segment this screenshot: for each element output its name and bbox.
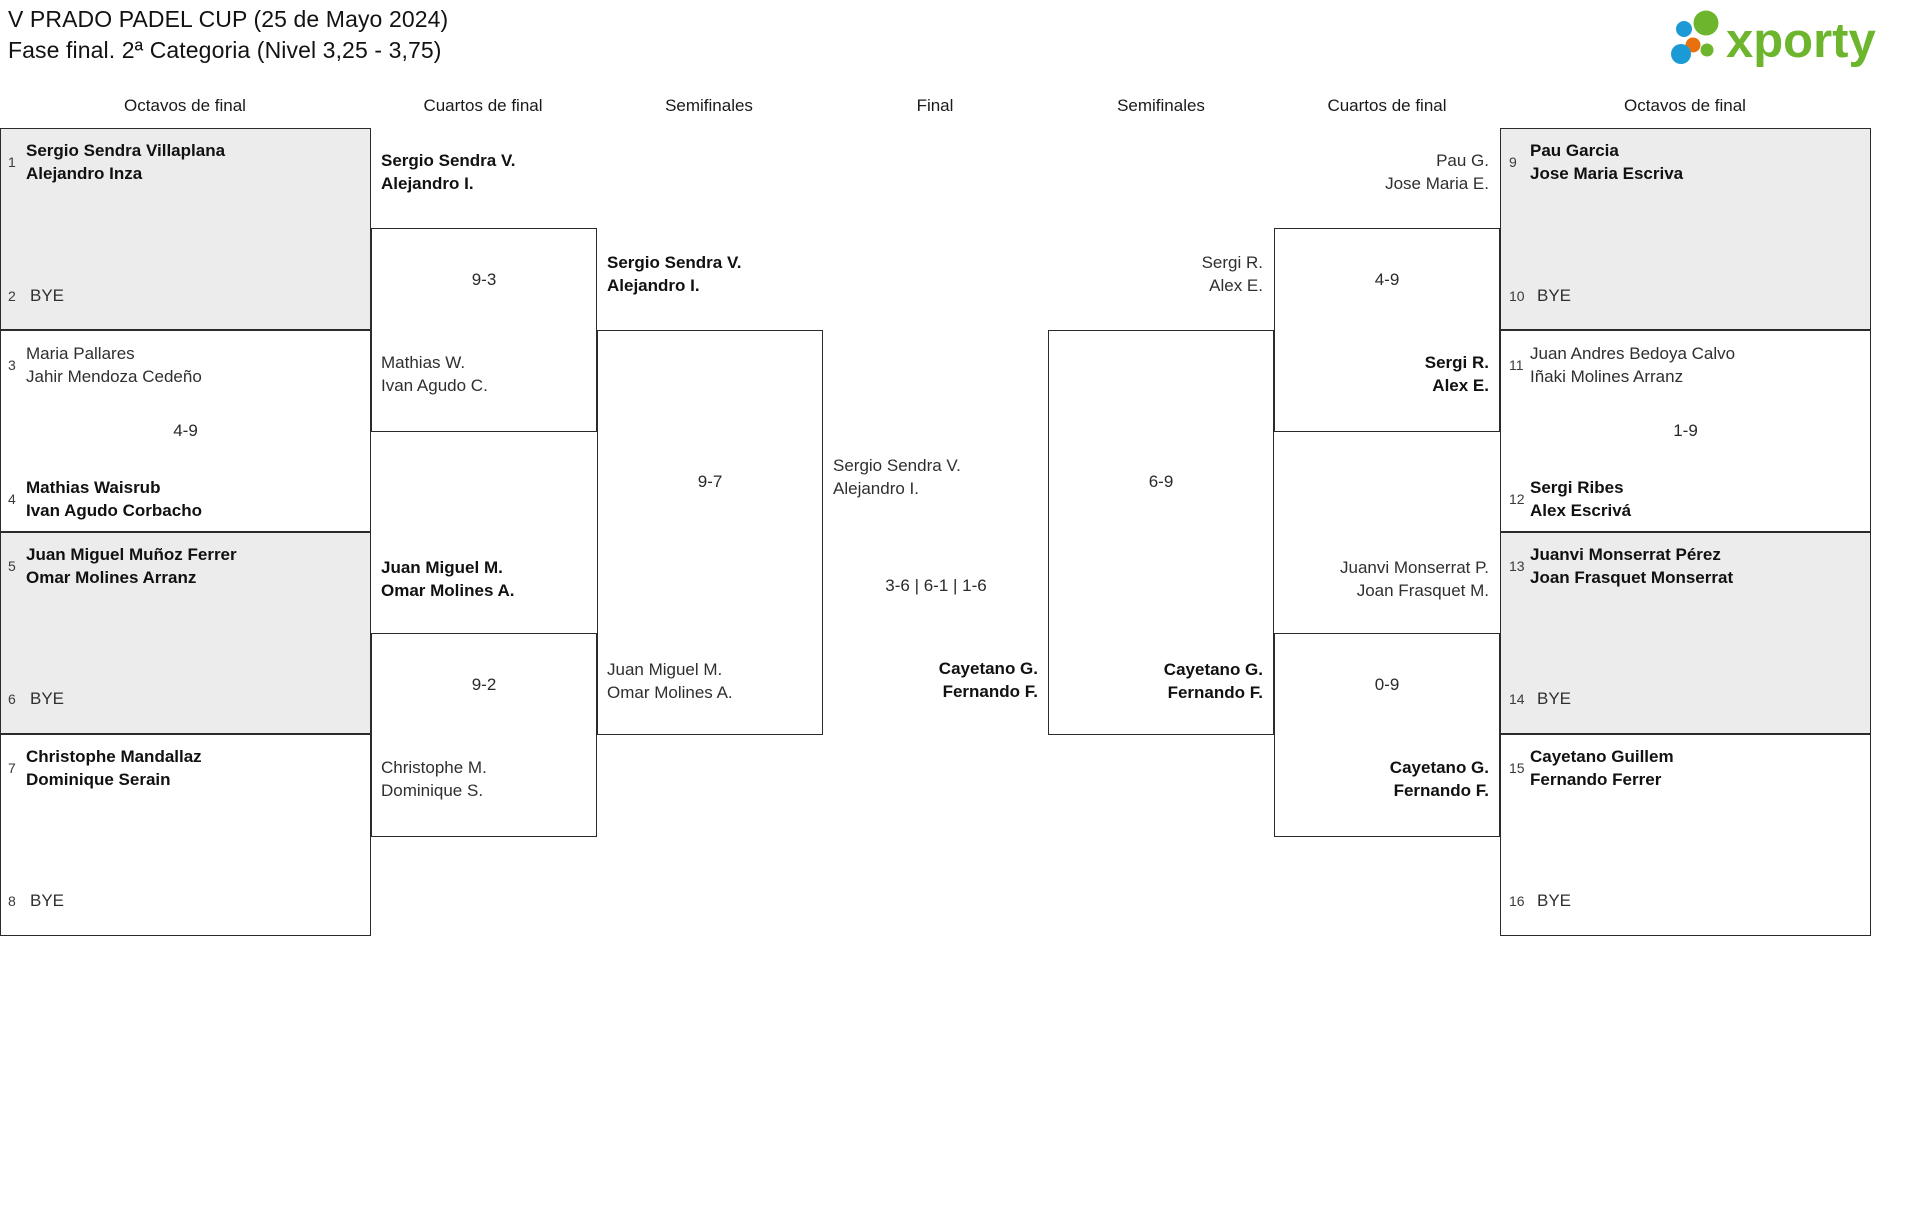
page-header: V PRADO PADEL CUP (25 de Mayo 2024) Fase…	[0, 0, 1920, 92]
match-score: 4-9	[173, 421, 198, 440]
seed-number: 14	[1509, 691, 1525, 707]
match-score: 0-9	[1374, 675, 1400, 694]
team-name-pair: Juan Miguel M. Omar Molines A.	[381, 558, 515, 600]
team-name-pair: Sergio Sendra V. Alejandro I.	[381, 151, 516, 193]
match-score: 4-9	[1374, 270, 1400, 289]
match-box-left-r16-3[interactable]	[0, 532, 371, 734]
team-name-pair: Cayetano G. Fernando F.	[1389, 758, 1489, 800]
team-name-pair: Sergi Ribes Alex Escrivá	[1530, 478, 1632, 520]
match-box-final[interactable]	[1048, 330, 1274, 735]
match-box-left-r16-2[interactable]	[0, 330, 371, 532]
bye-label: BYE	[1537, 689, 1572, 708]
title-line-1: V PRADO PADEL CUP (25 de Mayo 2024)	[8, 6, 449, 32]
seed-number: 1	[8, 154, 16, 170]
match-box-right-r16-3[interactable]	[1500, 532, 1871, 734]
team-name-pair: Christophe Mandallaz Dominique Serain	[26, 747, 202, 789]
seed-number: 3	[8, 357, 16, 373]
match-score: 9-2	[471, 675, 497, 694]
team-name-pair: Maria Pallares Jahir Mendoza Cedeño	[26, 344, 202, 386]
match-box-right-r16-1[interactable]	[1500, 128, 1871, 330]
match-box-right-qf-2[interactable]	[1274, 633, 1500, 837]
round-header-left-r16: Octavos de final	[124, 96, 246, 115]
round-header-right-sf: Semifinales	[1117, 96, 1205, 115]
seed-number: 4	[8, 491, 16, 507]
bye-label: BYE	[30, 286, 65, 305]
match-box-left-r16-1[interactable]	[0, 128, 371, 330]
match-score: 6-9	[1148, 472, 1174, 491]
team-name-pair: Sergi R. Alex E.	[1201, 253, 1263, 295]
team-name-pair: Cayetano G. Fernando F.	[1163, 660, 1263, 702]
team-name-pair: Mathias Waisrub Ivan Agudo Corbacho	[26, 478, 202, 520]
match-box-left-qf-2[interactable]	[371, 633, 597, 837]
team-name-pair: Juan Miguel Muñoz Ferrer Omar Molines Ar…	[26, 545, 237, 587]
seed-number: 9	[1509, 154, 1517, 170]
match-box-left-qf-1[interactable]	[371, 228, 597, 432]
team-name-pair: Juanvi Monserrat P. Joan Frasquet M.	[1340, 558, 1489, 600]
seed-number: 6	[8, 691, 16, 707]
team-name-pair: Sergio Sendra V. Alejandro I.	[607, 253, 742, 295]
round-header-right-r16: Octavos de final	[1624, 96, 1746, 115]
bye-label: BYE	[30, 689, 65, 708]
team-name-pair: Pau Garcia Jose Maria Escriva	[1530, 141, 1684, 183]
team-name-pair: Pau G. Jose Maria E.	[1385, 151, 1489, 193]
team-name-pair: Juan Andres Bedoya Calvo Iñaki Molines A…	[1530, 344, 1736, 386]
seed-number: 16	[1509, 893, 1525, 909]
team-name-pair: Juanvi Monserrat Pérez Joan Frasquet Mon…	[1530, 545, 1734, 587]
match-box-right-r16-4[interactable]	[1500, 734, 1871, 936]
round-header-right-qf: Cuartos de final	[1327, 96, 1447, 115]
match-box-left-r16-4[interactable]	[0, 734, 371, 936]
bye-label: BYE	[30, 891, 65, 910]
team-name-pair: Juan Miguel M. Omar Molines A.	[607, 660, 733, 702]
round-header-left-qf: Cuartos de final	[423, 96, 543, 115]
team-name-pair: Sergio Sendra Villaplana Alejandro Inza	[26, 141, 226, 183]
bye-label: BYE	[1537, 286, 1572, 305]
seed-number: 2	[8, 288, 16, 304]
svg-text:xporty: xporty	[1726, 14, 1876, 68]
match-box-left-sf-1[interactable]	[597, 330, 823, 735]
seed-number: 8	[8, 893, 16, 909]
final-score: 3-6 | 6-1 | 1-6	[885, 576, 987, 595]
seed-number: 13	[1509, 558, 1525, 574]
match-box-right-qf-1[interactable]	[1274, 228, 1500, 432]
seed-number: 11	[1509, 357, 1524, 373]
team-name-pair-final-right: Cayetano G. Fernando F.	[938, 659, 1038, 701]
tournament-title: V PRADO PADEL CUP (25 de Mayo 2024) Fase…	[8, 4, 448, 66]
team-name-pair-final-left: Sergio Sendra V. Alejandro I.	[833, 456, 961, 498]
round-header-final: Final	[916, 96, 954, 115]
seed-number: 12	[1509, 491, 1525, 507]
title-line-2: Fase final. 2ª Categoria (Nivel 3,25 - 3…	[8, 37, 442, 63]
seed-number: 10	[1509, 288, 1525, 304]
match-score: 9-7	[697, 472, 723, 491]
team-name-pair: Christophe M. Dominique S.	[381, 758, 487, 800]
team-name-pair: Sergi R. Alex E.	[1424, 353, 1489, 395]
seed-number: 15	[1509, 760, 1525, 776]
match-score: 9-3	[471, 270, 497, 289]
match-box-right-r16-2[interactable]	[1500, 330, 1871, 532]
match-score: 1-9	[1673, 421, 1698, 440]
round-header-left-sf: Semifinales	[665, 96, 753, 115]
bye-label: BYE	[1537, 891, 1572, 910]
seed-number: 5	[8, 558, 16, 574]
seed-number: 7	[8, 760, 16, 776]
team-name-pair: Mathias W. Ivan Agudo C.	[381, 353, 488, 395]
xporty-logo[interactable]: xporty	[1666, 8, 1902, 70]
team-name-pair: Cayetano Guillem Fernando Ferrer	[1530, 747, 1674, 789]
